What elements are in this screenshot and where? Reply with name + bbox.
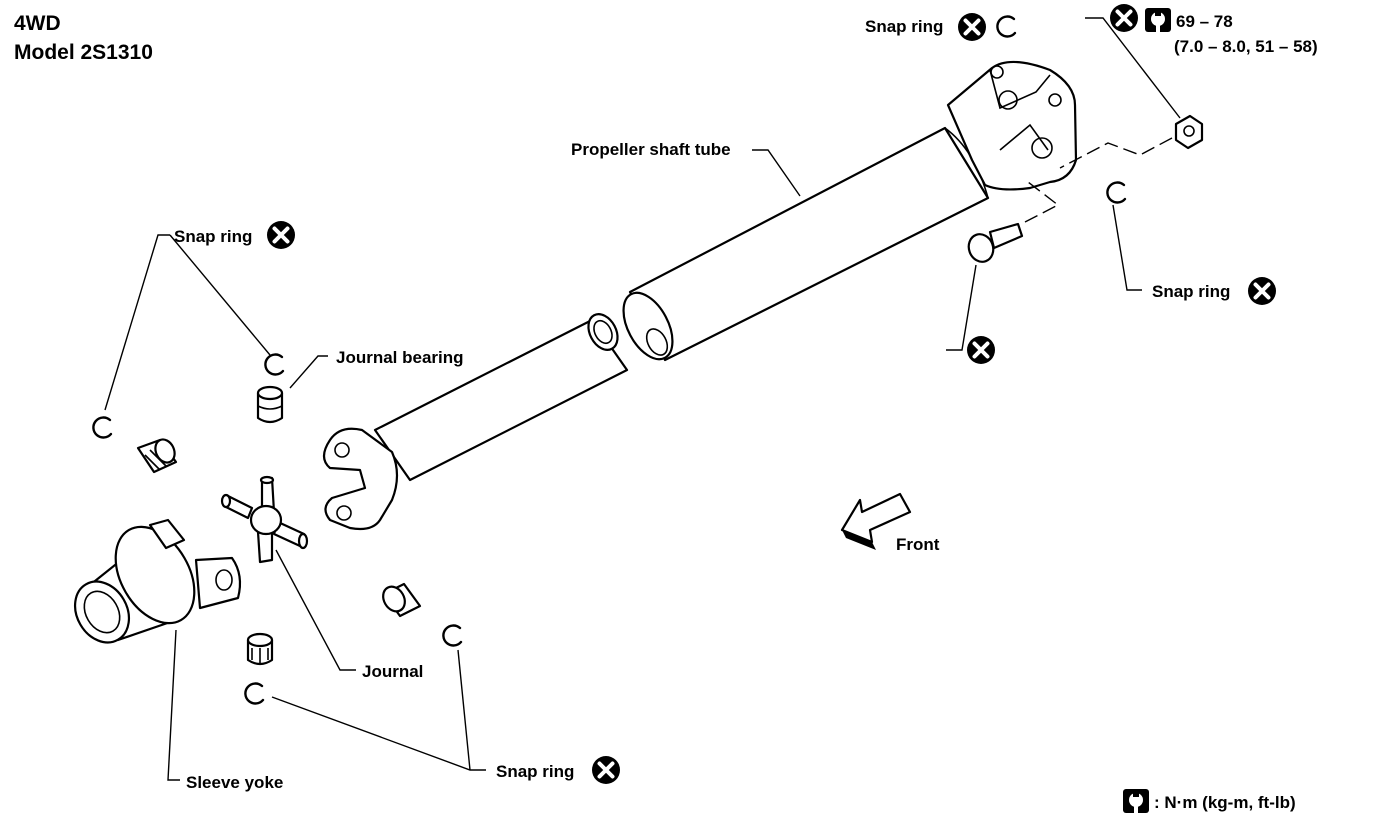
torque-value: 69 – 78 [1176,12,1233,31]
needle-bearing-left [136,438,178,474]
journal-cross [220,475,309,564]
non-reusable-x-icon-bolt [965,334,997,366]
label-front: Front [896,535,940,554]
legend-torque-wrench-icon [1123,789,1149,813]
sleeve-yoke [73,518,242,644]
label-snap-ring-left: Snap ring [174,227,252,246]
label-snap-ring-right: Snap ring [1152,282,1230,301]
model-title-line2: Model 2S1310 [14,41,153,64]
non-reusable-x-icon-left [265,219,297,251]
snap-ring-left-a [92,416,113,439]
torque-conversion: (7.0 – 8.0, 51 – 58) [1174,37,1318,56]
label-propeller-shaft-tube: Propeller shaft tube [571,140,731,159]
snap-ring-right-lower [442,624,463,647]
needle-bearing-bottom [246,632,274,666]
label-journal: Journal [362,662,423,681]
front-arrow-icon [840,492,912,550]
label-snap-ring-top: Snap ring [865,17,943,36]
snap-ring-top [996,15,1017,38]
flange-bolt [967,222,1024,263]
model-title-line1: 4WD [14,12,61,35]
torque-wrench-icon [1145,8,1171,32]
flange-nut [1174,114,1204,150]
journal-bearing-right [382,582,422,618]
non-reusable-x-icon-bottom [590,754,622,786]
propeller-shaft-tube [622,60,1078,362]
non-reusable-x-icon-nut [1108,2,1140,34]
label-journal-bearing: Journal bearing [336,348,464,367]
snap-ring-right [1106,181,1127,204]
non-reusable-x-icon-top [956,11,988,43]
snap-ring-bottom [244,682,265,705]
label-snap-ring-bottom: Snap ring [496,762,574,781]
snap-ring-left-b [264,353,285,376]
propeller-shaft-front-section [322,313,629,531]
non-reusable-x-icon-right [1246,275,1278,307]
legend-unit-text: : N·m (kg-m, ft-lb) [1154,793,1296,812]
journal-bearing-top [256,385,284,424]
label-sleeve-yoke: Sleeve yoke [186,773,283,792]
